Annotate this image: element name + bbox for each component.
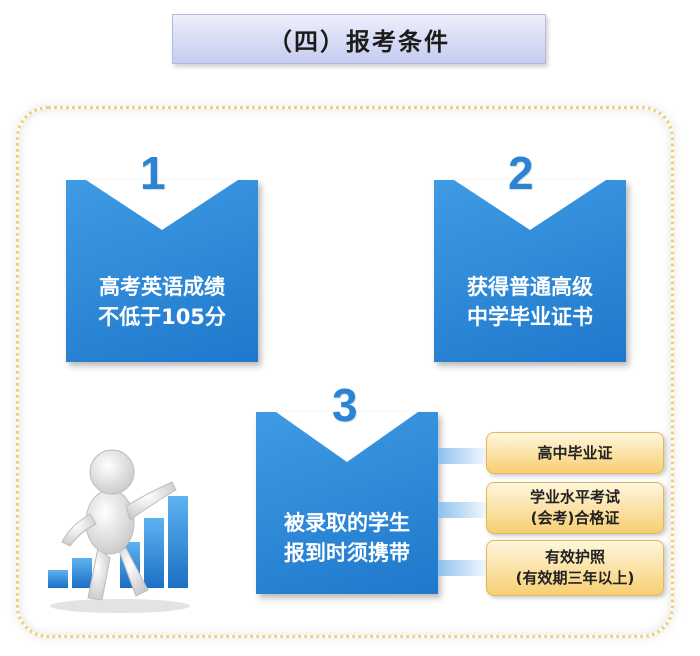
condition-card-3-line1: 被录取的学生 (284, 511, 410, 535)
chevron-notch-icon (454, 180, 606, 230)
chevron-notch-icon (86, 180, 238, 230)
requirement-2-line2: (会考)合格证 (530, 509, 620, 527)
condition-card-2-line2: 中学毕业证书 (467, 305, 593, 329)
requirement-box-3: 有效护照 (有效期三年以上) (486, 540, 664, 596)
requirement-box-1: 高中毕业证 (486, 432, 664, 474)
requirement-box-2: 学业水平考试 (会考)合格证 (486, 482, 664, 534)
connector-1 (438, 448, 486, 464)
condition-card-2: 获得普通高级 中学毕业证书 (434, 180, 626, 362)
condition-number-3: 3 (332, 379, 358, 431)
condition-card-1: 高考英语成绩 不低于105分 (66, 180, 258, 362)
requirement-1-line1: 高中毕业证 (537, 443, 613, 462)
title-banner: （四）报考条件 (172, 14, 546, 64)
figure-pointing-at-bar-chart-icon (48, 449, 190, 613)
requirement-3-line2: (有效期三年以上) (515, 569, 635, 587)
page-title: （四）报考条件 (268, 27, 450, 56)
condition-number-2: 2 (508, 147, 534, 199)
condition-card-3-line2: 报到时须携带 (284, 541, 410, 565)
condition-number-1: 1 (140, 147, 166, 199)
condition-card-2-line1: 获得普通高级 (467, 275, 593, 299)
condition-card-1-line1: 高考英语成绩 (99, 275, 225, 299)
connector-3 (438, 560, 486, 576)
condition-card-3: 被录取的学生 报到时须携带 (256, 412, 438, 594)
requirement-3-line1: 有效护照 (544, 548, 605, 566)
requirement-2-line1: 学业水平考试 (529, 488, 620, 506)
connector-2 (438, 502, 486, 518)
condition-card-1-line2: 不低于105分 (98, 305, 226, 329)
chevron-notch-icon (276, 412, 418, 462)
